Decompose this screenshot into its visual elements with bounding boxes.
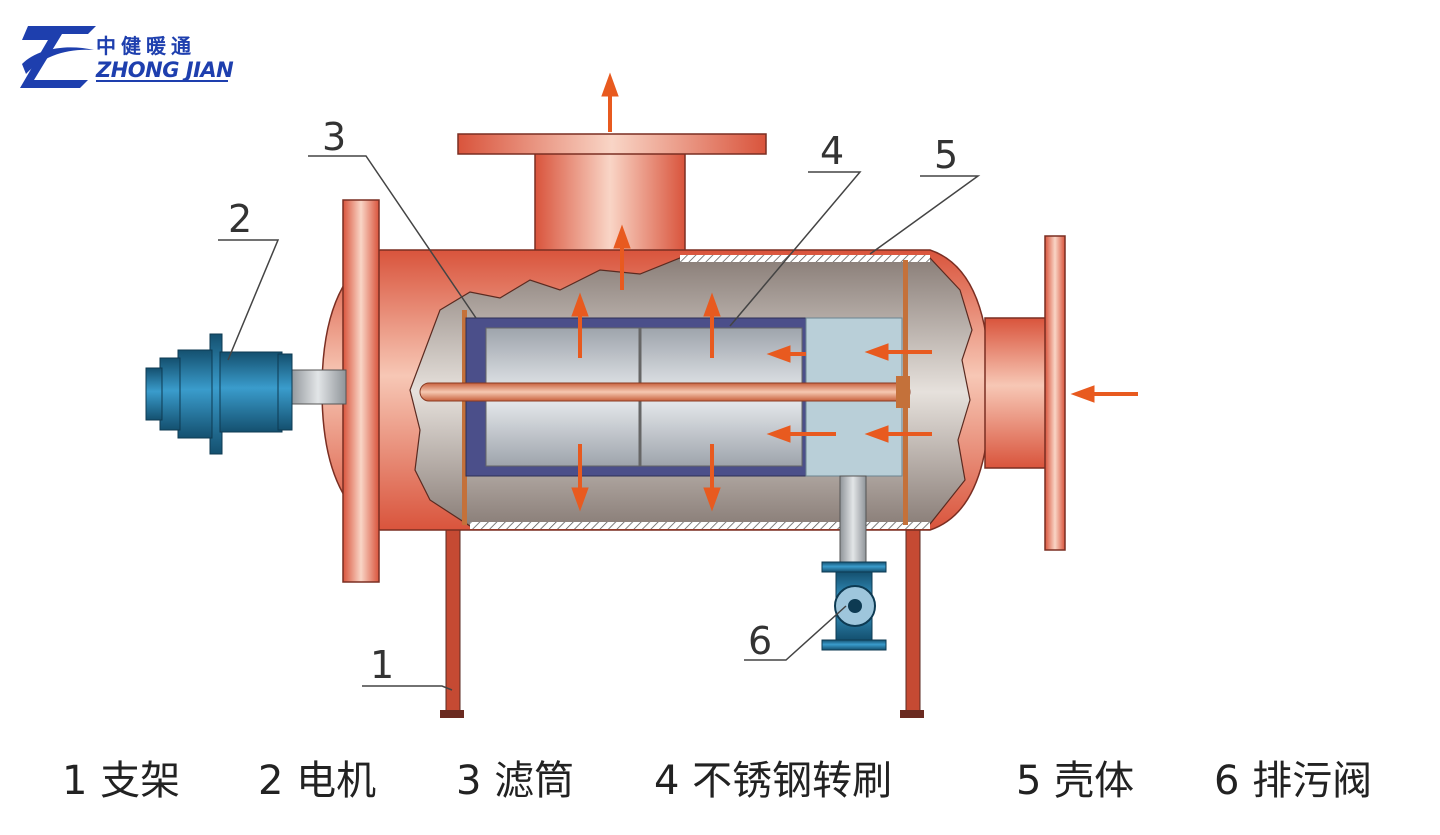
callout-labels: 1 2 3 4 5 6 [228, 115, 958, 687]
legend-item-4: 4 不锈钢转刷 [654, 758, 893, 804]
outlet-nozzle [457, 133, 767, 265]
arrow-up-1 [571, 292, 589, 358]
arrow-inner-up [613, 224, 631, 290]
arrow-left-1 [864, 343, 932, 361]
logo-rule [96, 80, 228, 82]
arrow-left-4 [766, 425, 836, 443]
logo-chinese-text: 中健暖通 [96, 34, 196, 58]
filter-diagram: 1 2 3 4 5 6 [145, 72, 1138, 718]
callout-6: 6 [748, 619, 772, 663]
arrow-left-2 [766, 345, 806, 363]
leader-1 [362, 685, 453, 691]
leader-2 [218, 239, 280, 361]
arrow-inlet-left [1070, 385, 1138, 403]
leader-6 [744, 605, 847, 661]
company-logo: 中健暖通 ZHONG JIAN [18, 18, 238, 90]
callout-2: 2 [228, 197, 252, 241]
drain-valve [821, 475, 887, 651]
legend-item-3: 3 滤筒 [456, 758, 575, 804]
brush-shaft [419, 376, 911, 408]
leader-4 [729, 171, 862, 327]
callout-1: 1 [370, 643, 394, 687]
logo-mark-icon [20, 26, 96, 88]
arrow-up-2 [703, 292, 721, 358]
arrow-down-2 [703, 444, 721, 512]
drive-motor [145, 333, 347, 455]
callout-5: 5 [934, 133, 958, 177]
logo-english-text: ZHONG JIAN [96, 58, 234, 82]
leader-5 [869, 175, 981, 255]
leader-3 [308, 155, 477, 319]
legend-item-5: 5 壳体 [1016, 758, 1135, 804]
arrow-outlet-up [601, 72, 619, 132]
legend-item-2: 2 电机 [258, 758, 377, 804]
legend-item-1: 1 支架 [62, 758, 181, 804]
flow-arrows [571, 72, 1138, 512]
leader-lines [218, 155, 981, 691]
arrow-left-3 [864, 425, 932, 443]
arrow-down-1 [571, 444, 589, 512]
callout-3: 3 [322, 115, 346, 159]
parts-legend: 1 支架 2 电机 3 滤筒 4 不锈钢转刷 5 壳体 6 排污阀 [62, 748, 1422, 808]
legend-item-6: 6 排污阀 [1214, 758, 1373, 804]
callout-4: 4 [820, 129, 844, 173]
